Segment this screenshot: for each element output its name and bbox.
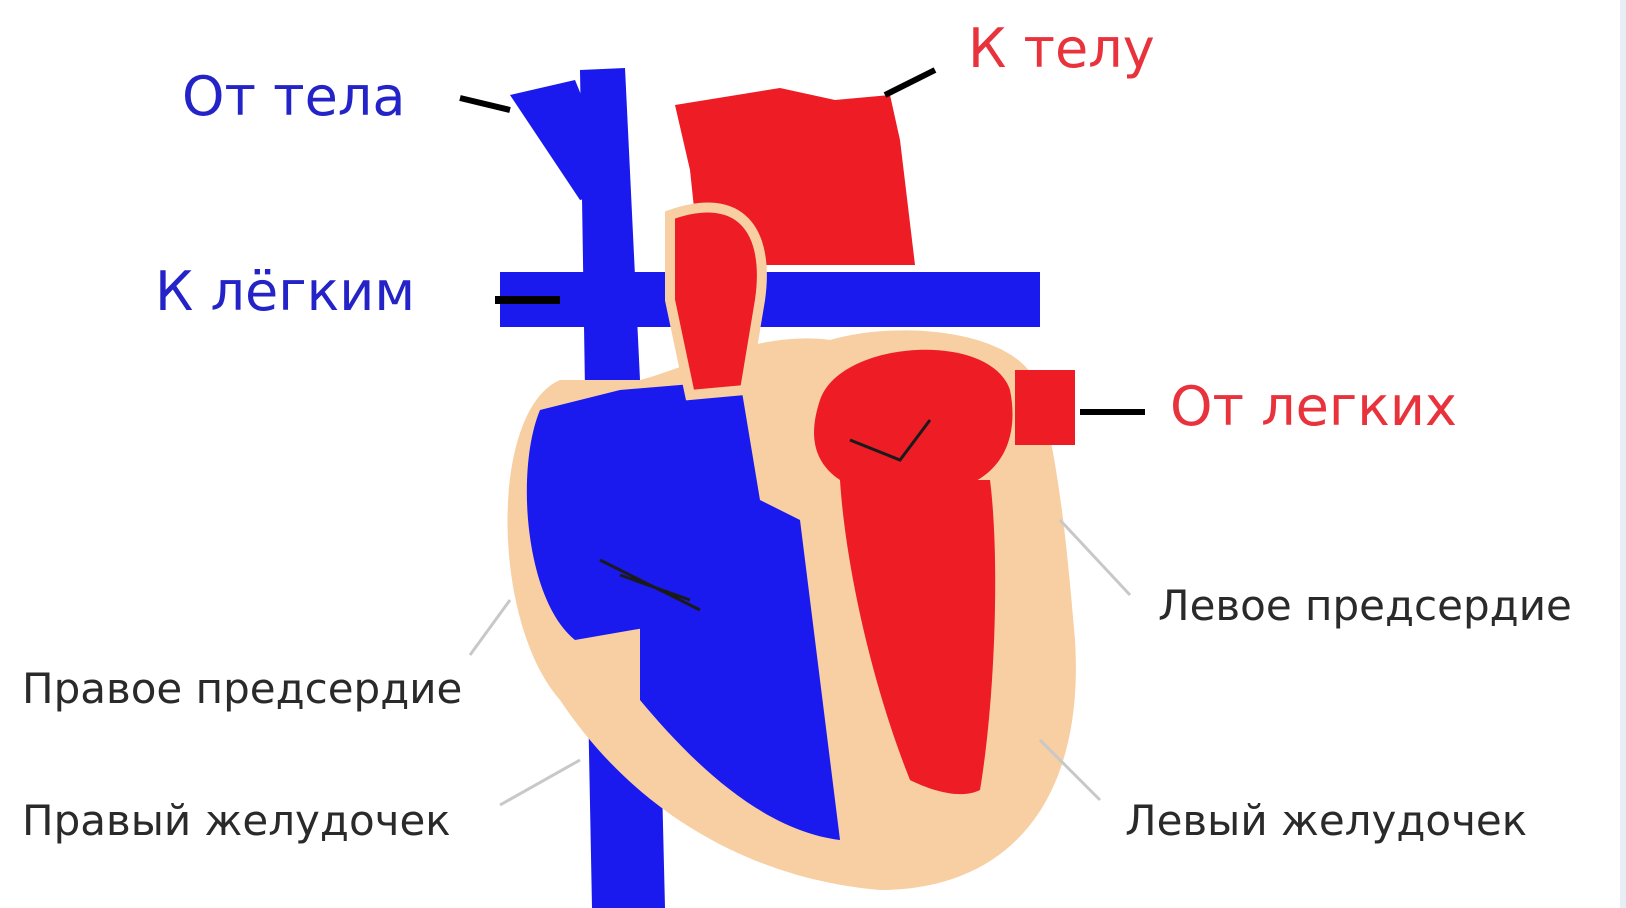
label-right-atrium: Правое предсердие xyxy=(22,668,462,710)
pointer-from-body xyxy=(460,98,510,110)
pulmonary-artery xyxy=(500,272,1040,327)
pointer-right-ventricle xyxy=(500,760,580,805)
label-from-lungs: От легких xyxy=(1170,380,1457,434)
pulmonary-curve xyxy=(670,208,762,395)
label-left-ventricle: Левый желудочек xyxy=(1125,800,1527,842)
label-to-body: К телу xyxy=(968,22,1155,76)
right-edge-strip xyxy=(1620,0,1626,908)
pulmonary-veins xyxy=(1015,370,1075,445)
pointer-left-atrium xyxy=(1060,520,1130,595)
label-to-lungs: К лёгким xyxy=(155,265,415,319)
label-right-ventricle: Правый желудочек xyxy=(22,800,451,842)
pointer-to-body xyxy=(885,70,935,95)
label-left-atrium: Левое предсердие xyxy=(1158,585,1572,627)
pointer-right-atrium xyxy=(470,600,510,655)
label-from-body: От тела xyxy=(182,70,405,124)
